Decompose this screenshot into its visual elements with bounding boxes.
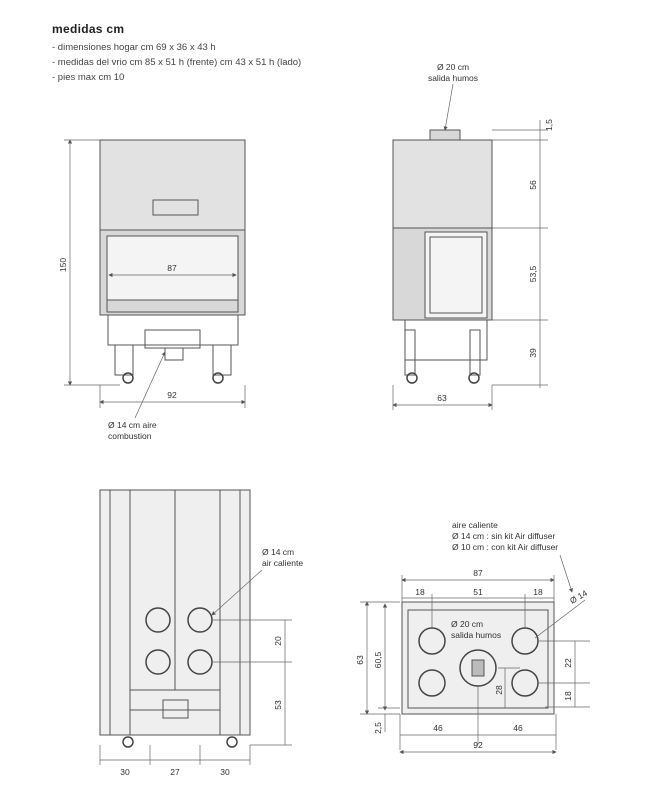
dim-label: 28 <box>494 685 504 695</box>
dim-label: 56 <box>528 180 538 190</box>
spec-line: - medidas del vrio cm 85 x 51 h (frente)… <box>52 57 302 68</box>
dim-label: 30 <box>120 767 130 777</box>
spec-line: - pies max cm 10 <box>52 72 125 83</box>
plan-note-line1: aire caliente <box>452 520 498 530</box>
dim-label: 2,5 <box>373 722 383 734</box>
dim-height-label: 150 <box>58 258 68 272</box>
dim-label: 18 <box>533 587 543 597</box>
page-title: medidas cm <box>52 22 125 36</box>
combustion-note-line1: Ø 14 cm aire <box>108 420 157 430</box>
dim-label: 46 <box>513 723 523 733</box>
dim-label: 92 <box>473 740 483 750</box>
dim-label: 53,5 <box>528 265 538 282</box>
plan-note-line3: Ø 10 cm : con kit Air diffuser <box>452 542 558 552</box>
dim-label: 46 <box>433 723 443 733</box>
combustion-note-line2: combustion <box>108 431 152 441</box>
plan-flue-line1: Ø 20 cm <box>451 619 483 629</box>
dim-label: 60,5 <box>373 651 383 668</box>
dim-width-label: 92 <box>167 390 177 400</box>
plan-view: aire caliente Ø 14 cm : sin kit Air diff… <box>355 520 590 755</box>
dim-label: 63 <box>355 655 365 665</box>
plan-flue-line2: salida humos <box>451 630 501 640</box>
flue-note-line2: salida humos <box>428 73 478 83</box>
hot-air-note-line2: air caliente <box>262 558 303 568</box>
dim-width-label: 63 <box>437 393 447 403</box>
flue-note-line1: Ø 20 cm <box>437 62 469 72</box>
dim-label: 53 <box>273 700 283 710</box>
dim-label: 27 <box>170 767 180 777</box>
dim-label: 87 <box>473 568 483 578</box>
dim-label: 30 <box>220 767 230 777</box>
hot-air-note-line1: Ø 14 cm <box>262 547 294 557</box>
spec-line: - dimensiones hogar cm 69 x 36 x 43 h <box>52 42 216 53</box>
rear-view: Ø 14 cm air caliente 20 53 30 27 30 <box>99 489 303 777</box>
dim-label: 39 <box>528 348 538 358</box>
front-view: 150 87 92 Ø 14 cm aire combustion <box>58 139 246 441</box>
dim-label: 20 <box>273 636 283 646</box>
plan-note-line2: Ø 14 cm : sin kit Air diffuser <box>452 531 555 541</box>
dim-label: 18 <box>563 691 573 701</box>
dim-label: 51 <box>473 587 483 597</box>
dim-label: 22 <box>563 658 573 668</box>
dim-label: 1,5 <box>544 119 554 131</box>
side-view: Ø 20 cm salida humos 1,5 56 53,5 39 63 <box>392 62 554 410</box>
dim-glass-width-label: 87 <box>167 263 177 273</box>
dim-label: 18 <box>415 587 425 597</box>
